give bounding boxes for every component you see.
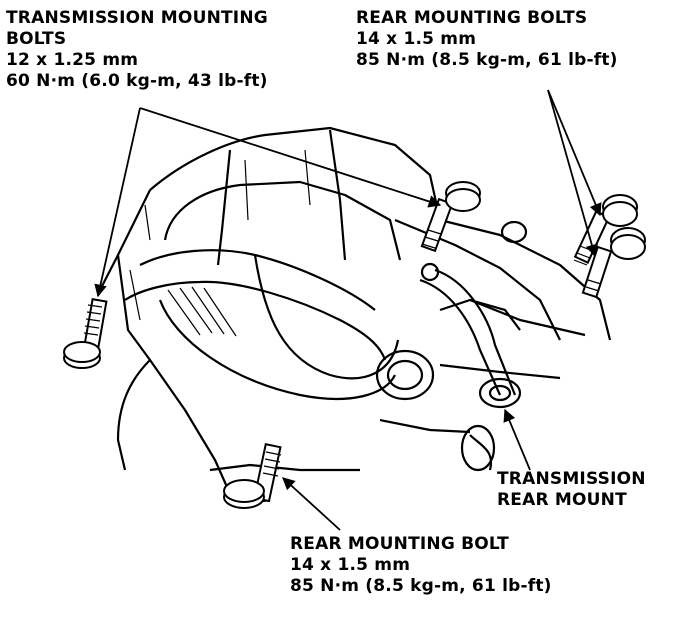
- bolt-transmission-upper: [420, 181, 481, 253]
- leader-rear-upper-left: [547, 89, 602, 217]
- transmission-housing: [99, 126, 612, 507]
- bolt-rear-upper-left: [573, 194, 638, 266]
- housing-hatching: [129, 149, 311, 337]
- label-line: 60 N·m (6.0 kg-m, 43 lb-ft): [6, 71, 268, 91]
- label-transmission-mounting-bolts: TRANSMISSION MOUNTING BOLTS 12 x 1.25 mm…: [6, 8, 268, 92]
- label-line: REAR MOUNTING BOLTS: [356, 8, 588, 28]
- rear-mount-bracket: [375, 220, 528, 472]
- label-rear-mounting-bolts: REAR MOUNTING BOLTS 14 x 1.5 mm 85 N·m (…: [356, 8, 618, 71]
- label-line: TRANSMISSION: [497, 469, 646, 489]
- label-line: 85 N·m (8.5 kg-m, 61 lb-ft): [290, 576, 552, 596]
- label-line: 12 x 1.25 mm: [6, 50, 139, 70]
- label-line: BOLTS: [6, 29, 67, 49]
- label-line: 85 N·m (8.5 kg-m, 61 lb-ft): [356, 50, 618, 70]
- bolt-rear-upper-right: [581, 227, 646, 299]
- leader-lines: [94, 89, 602, 531]
- bolt-transmission-left: [63, 298, 108, 369]
- leader-rear-upper-right: [547, 89, 598, 258]
- leader-transmission-upper: [139, 107, 442, 208]
- leader-transmission-left: [94, 107, 141, 298]
- label-rear-mounting-bolt: REAR MOUNTING BOLT 14 x 1.5 mm 85 N·m (8…: [290, 534, 552, 597]
- label-line: 14 x 1.5 mm: [290, 555, 411, 575]
- label-line: 14 x 1.5 mm: [356, 29, 477, 49]
- leader-rear-lower: [282, 477, 341, 531]
- label-line: REAR MOUNT: [497, 490, 627, 510]
- bolt-rear-lower: [223, 442, 282, 509]
- label-transmission-rear-mount: TRANSMISSION REAR MOUNT: [497, 469, 646, 511]
- label-line: REAR MOUNTING BOLT: [290, 534, 509, 554]
- label-line: TRANSMISSION MOUNTING: [6, 8, 268, 28]
- leader-rear-mount: [503, 408, 531, 471]
